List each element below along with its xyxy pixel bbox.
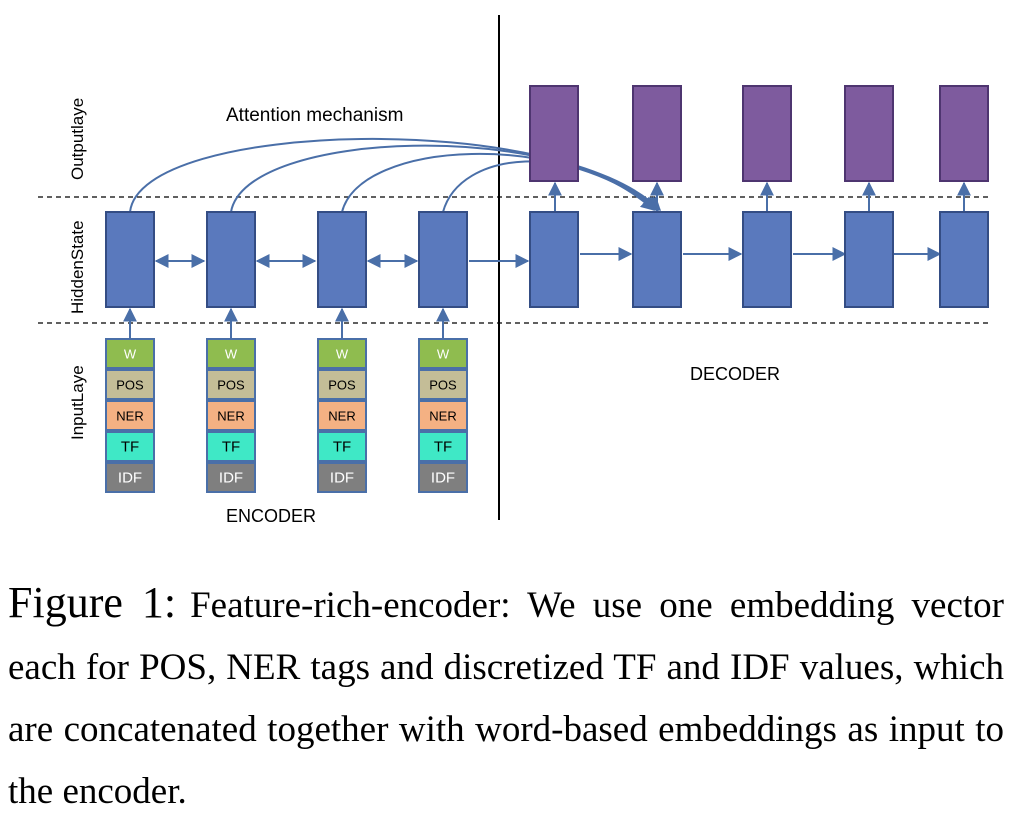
feature-cell-tf	[105, 431, 155, 462]
decoder-hidden-states	[529, 211, 989, 308]
input-hidden-arrows	[123, 307, 450, 338]
feature-label-w: W	[124, 347, 137, 362]
feature-label-w: W	[336, 347, 349, 362]
input-layer-label: InputLaye	[68, 365, 87, 440]
decoder-hidden-state	[939, 211, 989, 308]
decoder-output	[844, 85, 894, 182]
feature-label-tf: TF	[222, 439, 240, 456]
feature-cell-ner	[418, 400, 468, 431]
feature-cell-tf	[206, 431, 256, 462]
feature-label-pos: POS	[217, 378, 245, 393]
decoder-output-arrows	[548, 181, 971, 212]
feature-label-ner: NER	[116, 409, 143, 424]
decoder-label: DECODER	[690, 364, 780, 384]
encoder-hidden-state	[105, 211, 155, 308]
decoder-outputs	[529, 85, 989, 182]
feature-cell-w	[105, 338, 155, 369]
feature-cell-w	[206, 338, 256, 369]
seq2seq-diagram: Outputlaye HiddenState InputLaye Attenti…	[38, 15, 992, 526]
feature-cell-idf	[105, 462, 155, 493]
caption-text: Feature-rich-encoder: We use one embeddi…	[8, 585, 1004, 812]
feature-label-w: W	[225, 347, 238, 362]
feature-cell-pos	[317, 369, 367, 400]
decoder-hidden-state	[632, 211, 682, 308]
encoder-hidden-state	[418, 211, 468, 308]
feature-cell-idf	[206, 462, 256, 493]
feature-cell-tf	[317, 431, 367, 462]
attention-arcs	[129, 138, 661, 213]
feature-label-tf: TF	[333, 439, 351, 456]
caption-figure-number: Figure 1:	[8, 578, 177, 627]
feature-cell-idf	[418, 462, 468, 493]
feature-stack: W POS NER TF IDF	[317, 338, 367, 493]
feature-label-ner: NER	[328, 409, 355, 424]
feature-cell-ner	[105, 400, 155, 431]
feature-label-idf: IDF	[219, 470, 243, 487]
feature-cell-pos	[206, 369, 256, 400]
feature-cell-ner	[317, 400, 367, 431]
feature-label-idf: IDF	[330, 470, 354, 487]
decoder-hidden-state	[742, 211, 792, 308]
feature-label-w: W	[437, 347, 450, 362]
decoder-output	[529, 85, 579, 182]
decoder-output	[632, 85, 682, 182]
decoder-output	[742, 85, 792, 182]
decoder-output	[939, 85, 989, 182]
feature-cell-pos	[105, 369, 155, 400]
feature-cell-idf	[317, 462, 367, 493]
encoder-hidden-states	[105, 211, 468, 308]
encoder-hidden-state	[206, 211, 256, 308]
encoder-hidden-state	[317, 211, 367, 308]
figure-caption: Figure 1:Feature-rich-encoder: We use on…	[8, 572, 1004, 823]
feature-cell-ner	[206, 400, 256, 431]
feature-label-ner: NER	[217, 409, 244, 424]
feature-label-tf: TF	[121, 439, 139, 456]
feature-stack: W POS NER TF IDF	[418, 338, 468, 493]
feature-label-idf: IDF	[118, 470, 142, 487]
feature-label-idf: IDF	[431, 470, 455, 487]
feature-label-pos: POS	[328, 378, 356, 393]
hidden-layer-label: HiddenState	[68, 220, 87, 314]
attention-label: Attention mechanism	[226, 105, 403, 126]
feature-label-ner: NER	[429, 409, 456, 424]
feature-cell-w	[317, 338, 367, 369]
feature-stack: W POS NER TF IDF	[105, 338, 155, 493]
output-layer-label: Outputlaye	[68, 98, 87, 180]
feature-stack: W POS NER TF IDF	[206, 338, 256, 493]
encoder-label: ENCODER	[226, 506, 316, 526]
feature-cell-tf	[418, 431, 468, 462]
feature-label-pos: POS	[116, 378, 144, 393]
decoder-hidden-state	[529, 211, 579, 308]
input-feature-stacks: W POS NER TF IDF W POS NER TF IDF W POS NER TF IDF W POS…	[105, 338, 468, 493]
feature-cell-w	[418, 338, 468, 369]
feature-label-tf: TF	[434, 439, 452, 456]
decoder-hidden-state	[844, 211, 894, 308]
feature-label-pos: POS	[429, 378, 457, 393]
feature-cell-pos	[418, 369, 468, 400]
